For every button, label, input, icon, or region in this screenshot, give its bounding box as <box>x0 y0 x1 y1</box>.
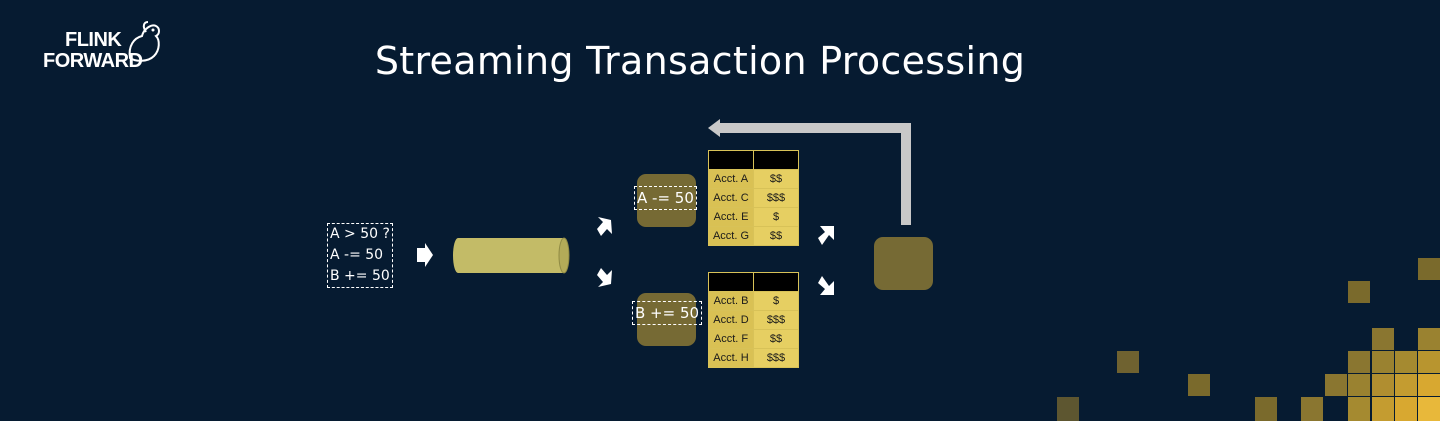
operator-top <box>637 174 696 227</box>
table-row: Acct. D$$$ <box>708 310 799 330</box>
page-title: Streaming Transaction Processing <box>374 39 1026 83</box>
table-cell: Acct. D <box>708 310 754 330</box>
flink-squirrel-icon <box>128 21 160 62</box>
transaction-line: B += 50 <box>330 268 390 284</box>
table-cell: $$$ <box>753 348 799 368</box>
transaction-box: A > 50 ? A -= 50 B += 50 <box>327 223 393 288</box>
log-cylinder <box>453 237 570 274</box>
table-row: Acct. G$$ <box>708 226 799 246</box>
table-cell: $$ <box>753 226 799 246</box>
sink-operator <box>874 237 933 290</box>
table-row: Acct. A$$ <box>708 169 799 189</box>
flink-forward-logo: FLINK FORWARD <box>40 20 165 72</box>
decorative-pixel-pattern <box>1057 258 1440 421</box>
table-row: Acct. H$$$ <box>708 348 799 368</box>
table-cell: Acct. B <box>708 291 754 311</box>
table-row: Acct. B$ <box>708 291 799 311</box>
table-cell: $ <box>753 291 799 311</box>
arrow-down-right-icon <box>597 268 612 287</box>
table-cell: $ <box>753 207 799 227</box>
transaction-line: A > 50 ? <box>330 226 390 242</box>
logo-line2: FORWARD <box>43 50 143 72</box>
arrow-down-right-icon <box>818 226 834 245</box>
logo-line1: FLINK <box>65 29 122 51</box>
table-cell: Acct. C <box>708 188 754 208</box>
table-cell: Acct. G <box>708 226 754 246</box>
arrow-up-right-icon <box>818 276 834 295</box>
table-cell: $$$ <box>753 188 799 208</box>
table-row: Acct. C$$$ <box>708 188 799 208</box>
state-table-bottom: Acct. B$ Acct. D$$$ Acct. F$$ Acct. H$$$ <box>708 272 799 368</box>
table-cell: $$$ <box>753 310 799 330</box>
table-cell: $$ <box>753 169 799 189</box>
operator-bottom-label: B += 50 <box>632 301 703 325</box>
state-table-top: Acct. A$$ Acct. C$$$ Acct. E$ Acct. G$$ <box>708 150 799 246</box>
table-cell: Acct. A <box>708 169 754 189</box>
table-cell: Acct. F <box>708 329 754 349</box>
table-row: Acct. F$$ <box>708 329 799 349</box>
table-row: Acct. E$ <box>708 207 799 227</box>
feedback-arrow-icon <box>708 119 911 225</box>
table-cell: $$ <box>753 329 799 349</box>
transaction-line: A -= 50 <box>330 247 384 263</box>
arrow-right-icon <box>417 243 433 267</box>
operator-top-label: A -= 50 <box>634 186 697 210</box>
arrow-up-right-icon <box>597 217 612 236</box>
table-cell: Acct. H <box>708 348 754 368</box>
table-cell: Acct. E <box>708 207 754 227</box>
